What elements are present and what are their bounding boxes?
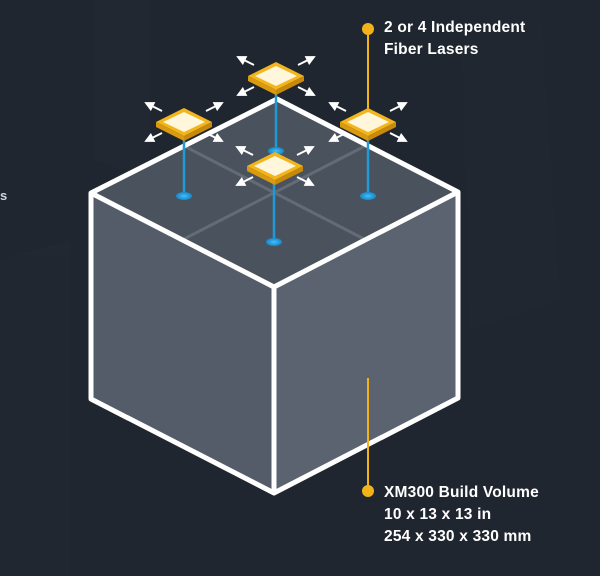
laser-beams xyxy=(176,87,376,246)
move-arrows-icon xyxy=(235,146,315,186)
move-arrows-icon xyxy=(144,102,224,142)
laser-head-icon xyxy=(163,112,205,132)
background-shapes xyxy=(0,0,560,576)
beam-dot-icon xyxy=(266,238,282,246)
laser-head-icon xyxy=(255,66,297,86)
lasers-callout: 2 or 4 Independent Fiber Lasers xyxy=(384,17,525,61)
build-volume-callout: XM300 Build Volume 10 x 13 x 13 in 254 x… xyxy=(384,482,539,548)
laser-head-icon xyxy=(347,112,389,132)
build-volume-callout-line-2: 10 x 13 x 13 in xyxy=(384,506,492,523)
laser-head-left xyxy=(144,102,224,142)
beam-dot-icon xyxy=(176,192,192,200)
beam-dot-icon xyxy=(360,192,376,200)
callout-leader-volume xyxy=(362,378,374,497)
cropped-edge-text: s xyxy=(0,188,8,203)
laser-head-icon xyxy=(254,156,296,176)
build-volume-callout-line-1: XM300 Build Volume xyxy=(384,484,539,501)
cube-right-face xyxy=(274,192,458,493)
laser-head-back xyxy=(236,56,316,96)
laser-head-front xyxy=(235,146,315,186)
laser-head-right xyxy=(328,102,408,142)
lasers-callout-line-2: Fiber Lasers xyxy=(384,41,479,58)
build-volume-callout-line-3: 254 x 330 x 330 mm xyxy=(384,528,532,545)
callout-leader-lasers xyxy=(362,23,374,112)
callout-dot-icon xyxy=(362,485,374,497)
beam-dot-icon xyxy=(268,147,284,155)
move-arrows-icon xyxy=(328,102,408,142)
callout-dot-icon xyxy=(362,23,374,35)
move-arrows-icon xyxy=(236,56,316,96)
lasers-callout-line-1: 2 or 4 Independent xyxy=(384,19,526,36)
cube-left-face xyxy=(91,193,274,493)
